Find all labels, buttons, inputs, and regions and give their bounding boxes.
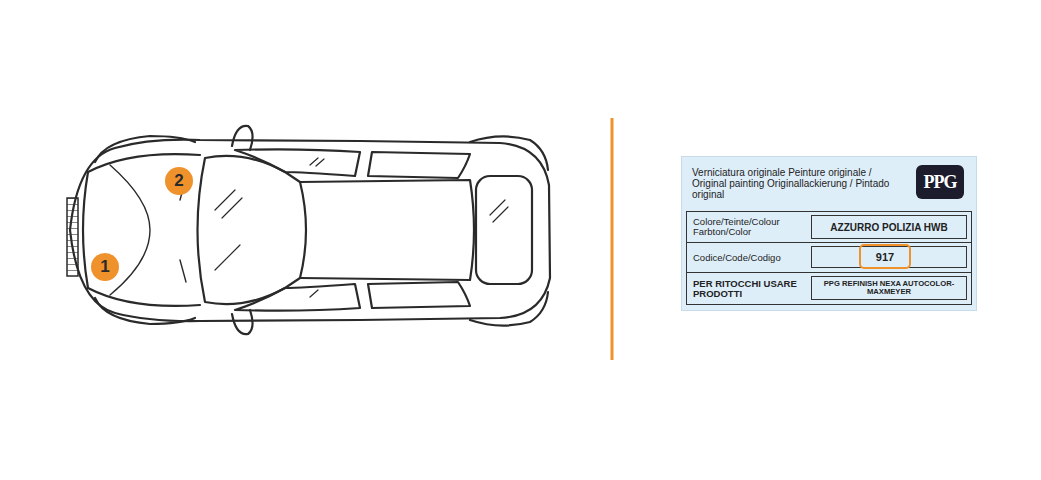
- node-text: AZZURRO POLIZIA HWB: [830, 222, 947, 233]
- table-row: Colore/Teinte/Colour Farbton/Color AZZURR…: [686, 211, 972, 243]
- table-row: Codice/Code/Codigo 917: [686, 243, 972, 273]
- node-text: Colore/Teinte/Colour Farbton/Color: [693, 217, 803, 237]
- code-highlight: 917: [859, 244, 911, 269]
- value-box: PPG REFINISH NEXA AUTOCOLOR-MAXMEYER: [811, 276, 967, 300]
- node-text: 2: [174, 171, 183, 191]
- node-text: Verniciatura originale Peinture original…: [692, 167, 907, 200]
- value-box: AZZURRO POLIZIA HWB: [811, 215, 967, 239]
- paint-label-card: Verniciatura originale Peinture original…: [681, 156, 977, 311]
- callout-number: 2: [165, 167, 193, 195]
- node-text: PPG REFINISH NEXA AUTOCOLOR-MAXMEYER: [812, 280, 966, 297]
- node-text: 917: [876, 251, 894, 263]
- node-text: 1: [100, 257, 109, 277]
- node-text: Codice/Code/Codigo: [693, 252, 808, 263]
- ppg-logo: PPG: [916, 165, 964, 199]
- table-row: PER RITOCCHI USARE PRODOTTI PPG REFINISH …: [686, 273, 972, 305]
- node-text: PPG: [924, 172, 957, 193]
- callout-number: 1: [91, 253, 119, 281]
- node-text: PER RITOCCHI USARE PRODOTTI: [693, 279, 803, 299]
